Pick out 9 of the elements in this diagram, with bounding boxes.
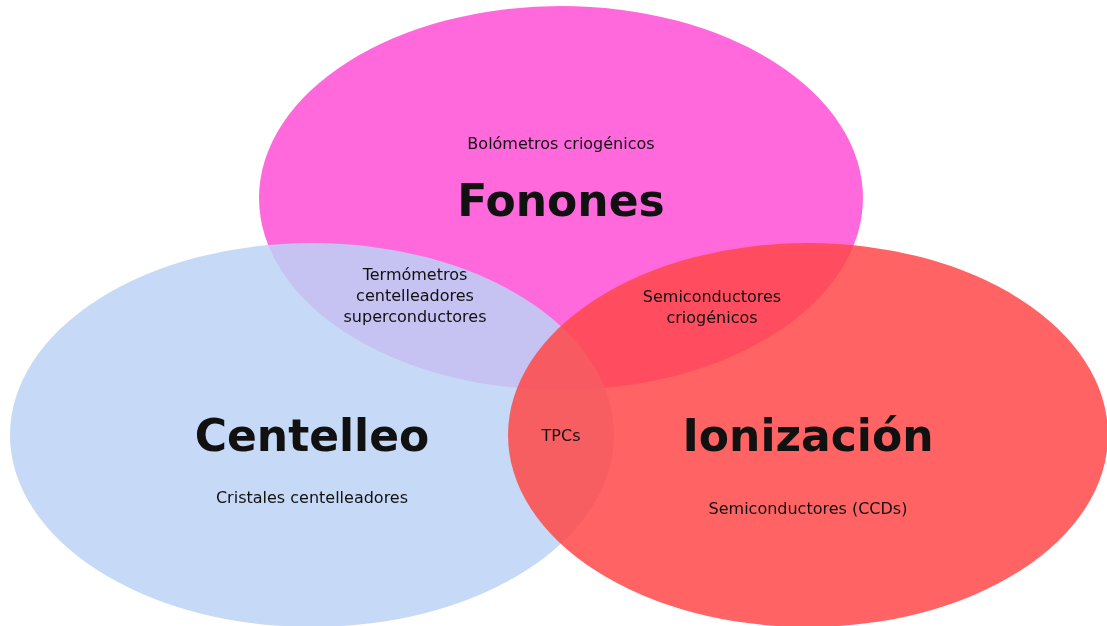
category-title: Fonones — [456, 174, 666, 229]
subtitle: Bolómetros criogénicos — [466, 133, 656, 155]
overlap-label: Semiconductores criogénicos — [641, 287, 783, 329]
overlap-label: TPCs — [540, 425, 582, 447]
subtitle: Cristales centelleadores — [214, 487, 410, 509]
category-title: Ionización — [681, 409, 935, 464]
category-title: Centelleo — [193, 409, 431, 464]
subtitle: Semiconductores (CCDs) — [707, 498, 909, 520]
overlap-label: Termómetros centelleadores superconductores — [342, 264, 488, 328]
